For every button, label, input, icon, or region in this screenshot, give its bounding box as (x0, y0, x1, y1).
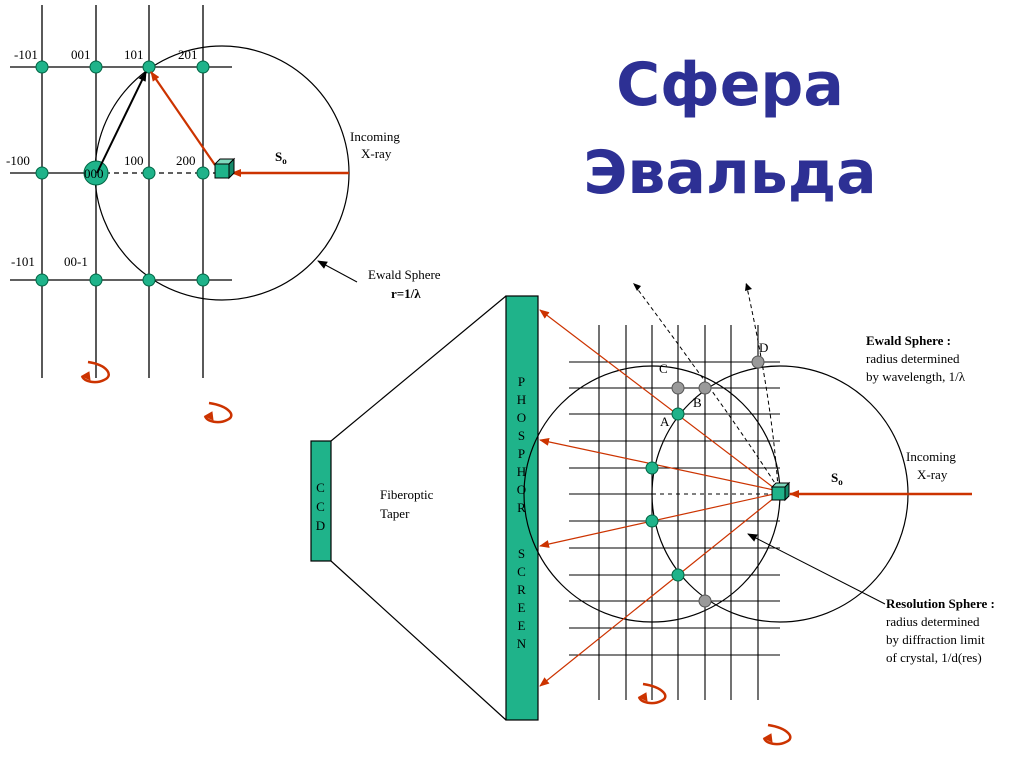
gray-reflection-nodes (671, 355, 765, 608)
dashed-arrowhead (633, 283, 641, 291)
top-incoming-label-2: X-ray (361, 146, 392, 161)
svg-text:E: E (518, 618, 527, 633)
svg-text:O: O (517, 410, 527, 425)
label-001: 001 (71, 47, 91, 62)
taper-bottom-edge (330, 560, 507, 721)
phosphor-screen-label: P H O S P H O R S C R E E N (517, 374, 527, 651)
origin-node (83, 160, 109, 186)
rotation-icon (203, 401, 233, 424)
phosphor-screen (505, 295, 539, 721)
slide-title-line1: Сфера (616, 50, 844, 120)
svg-text:D: D (316, 518, 326, 533)
ewald-sphere-line2: by wavelength, 1/λ (866, 369, 966, 384)
label-m101-top: -101 (14, 47, 38, 62)
svg-text:E: E (518, 600, 527, 615)
ccd-box (310, 440, 332, 562)
resolution-label-pointer (747, 533, 886, 605)
sphere-label-pointer (317, 260, 358, 283)
label-101: 101 (124, 47, 144, 62)
rotation-icon (762, 723, 792, 746)
fiberoptic-label-2: Taper (380, 506, 410, 521)
dashed-arrowhead (745, 283, 752, 291)
svg-text:O: O (517, 482, 527, 497)
ccd-label: C C D (316, 480, 326, 533)
top-ewald-diagram: -101 001 101 201 -100 000 100 200 -101 0… (6, 5, 441, 424)
bottom-incoming-label-1: Incoming (906, 449, 956, 464)
svg-text:R: R (517, 582, 527, 597)
svg-text:H: H (517, 392, 527, 407)
svg-text:C: C (316, 499, 326, 514)
ewald-sphere-title: Ewald Sphere : (866, 333, 951, 348)
bottom-incoming-label-2: X-ray (917, 467, 948, 482)
svg-text:S: S (518, 428, 526, 443)
point-label-a: A (660, 414, 670, 429)
resolution-sphere-line2: by diffraction limit (886, 632, 985, 647)
bottom-beam-label: So (831, 470, 843, 487)
svg-text:R: R (517, 500, 527, 515)
svg-text:P: P (518, 446, 526, 461)
dashed-path-2 (745, 282, 779, 489)
label-100: 100 (124, 153, 144, 168)
slide-title-line2: Эвальда (583, 138, 877, 208)
rotation-icon (637, 682, 667, 705)
bottom-detector-diagram: C C D P H O S P H O R S C R E E N Fibero… (310, 282, 995, 746)
top-lattice-nodes (35, 60, 210, 287)
label-m100: -100 (6, 153, 30, 168)
svg-text:N: N (517, 636, 527, 651)
svg-text:C: C (316, 480, 326, 495)
top-radius-label: r=1/λ (391, 286, 421, 301)
taper-top-edge (330, 295, 507, 442)
rotation-icon (80, 360, 110, 384)
label-000: 000 (84, 166, 104, 181)
diffracted-vector (150, 71, 216, 166)
crystal-cube-icon (213, 157, 236, 180)
top-sphere-label: Ewald Sphere (368, 267, 441, 282)
green-reflection-nodes (645, 407, 685, 582)
scattering-vector (96, 71, 147, 174)
label-200: 200 (176, 153, 196, 168)
fiberoptic-label-1: Fiberoptic (380, 487, 434, 502)
resolution-sphere-title: Resolution Sphere : (886, 596, 995, 611)
svg-text:S: S (518, 546, 526, 561)
svg-text:C: C (517, 564, 527, 579)
label-m101-bottom: -101 (11, 254, 35, 269)
svg-text:P: P (518, 374, 526, 389)
point-label-d: D (759, 340, 768, 355)
svg-text:H: H (517, 464, 527, 479)
resolution-sphere-line1: radius determined (886, 614, 980, 629)
top-beam-label: So (275, 149, 287, 166)
label-00m1: 00-1 (64, 254, 88, 269)
top-incoming-label-1: Incoming (350, 129, 400, 144)
crystal-cube-icon (770, 481, 791, 502)
ewald-sphere-line1: radius determined (866, 351, 960, 366)
dashed-path-1 (632, 282, 779, 489)
bottom-lattice-grid (569, 325, 780, 700)
point-label-b: B (693, 395, 702, 410)
resolution-sphere-line3: of crystal, 1/d(res) (886, 650, 982, 665)
point-label-c: C (659, 361, 668, 376)
label-201: 201 (178, 47, 198, 62)
